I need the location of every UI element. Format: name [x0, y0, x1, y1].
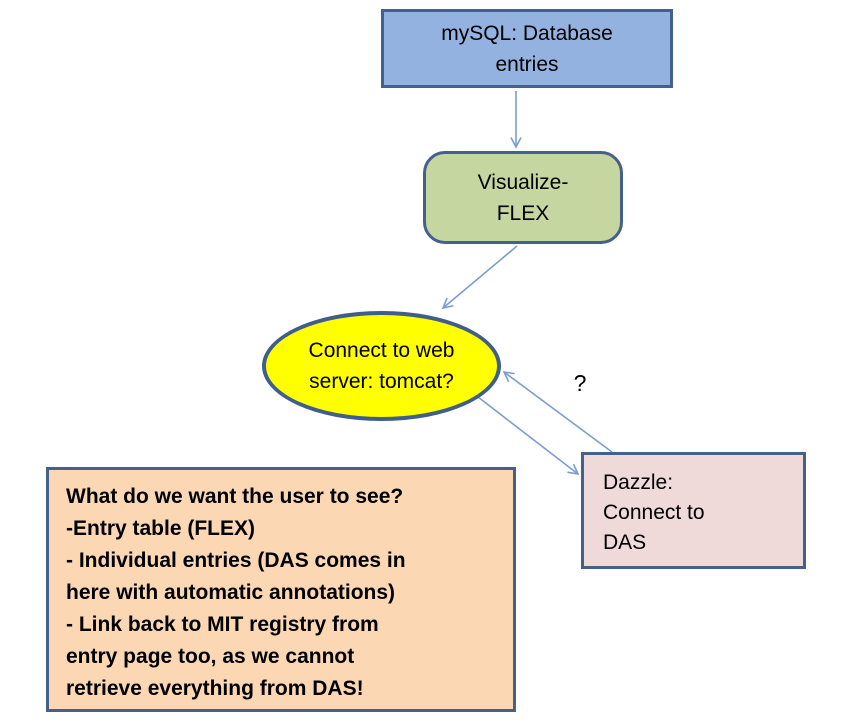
arrow-tomcat-to-dazzle — [477, 396, 580, 476]
note-user-requirements: What do we want the user to see? -Entry … — [46, 467, 516, 712]
arrow-dazzle-to-tomcat — [502, 370, 613, 453]
note-line: entry page too, as we cannot — [66, 645, 355, 668]
node-tomcat-label-line: Connect to web — [308, 339, 455, 362]
note-line: retrieve everything from DAS! — [66, 677, 364, 700]
note-line: - Link back to MIT registry from — [66, 613, 379, 636]
question-mark-label: ? — [573, 370, 587, 396]
node-mysql-label-line: mySQL: Database — [441, 21, 613, 45]
node-visualize-label-line: Visualize- — [477, 170, 569, 194]
node-visualize-label-line: FLEX — [496, 201, 550, 225]
note-line: -Entry table (FLEX) — [66, 517, 256, 540]
node-dazzle-label-line: Dazzle: — [603, 471, 674, 494]
node-mysql-label-line: entries — [495, 52, 559, 76]
node-dazzle-label-line: Connect to — [603, 501, 705, 524]
node-tomcat-label-line: server: tomcat? — [309, 370, 454, 393]
node-mysql-database: mySQL: Database entries — [381, 9, 673, 88]
node-tomcat-ellipse: Connect to web server: tomcat? — [262, 311, 501, 421]
arrow-visualize-to-tomcat — [441, 245, 518, 310]
note-line: here with automatic annotations) — [66, 581, 396, 604]
note-line: What do we want the user to see? — [66, 485, 404, 508]
node-dazzle-das: Dazzle: Connect to DAS — [581, 452, 806, 569]
node-visualize-flex: Visualize- FLEX — [423, 151, 623, 244]
node-dazzle-label-line: DAS — [603, 531, 647, 554]
note-line: - Individual entries (DAS comes in — [66, 549, 406, 572]
